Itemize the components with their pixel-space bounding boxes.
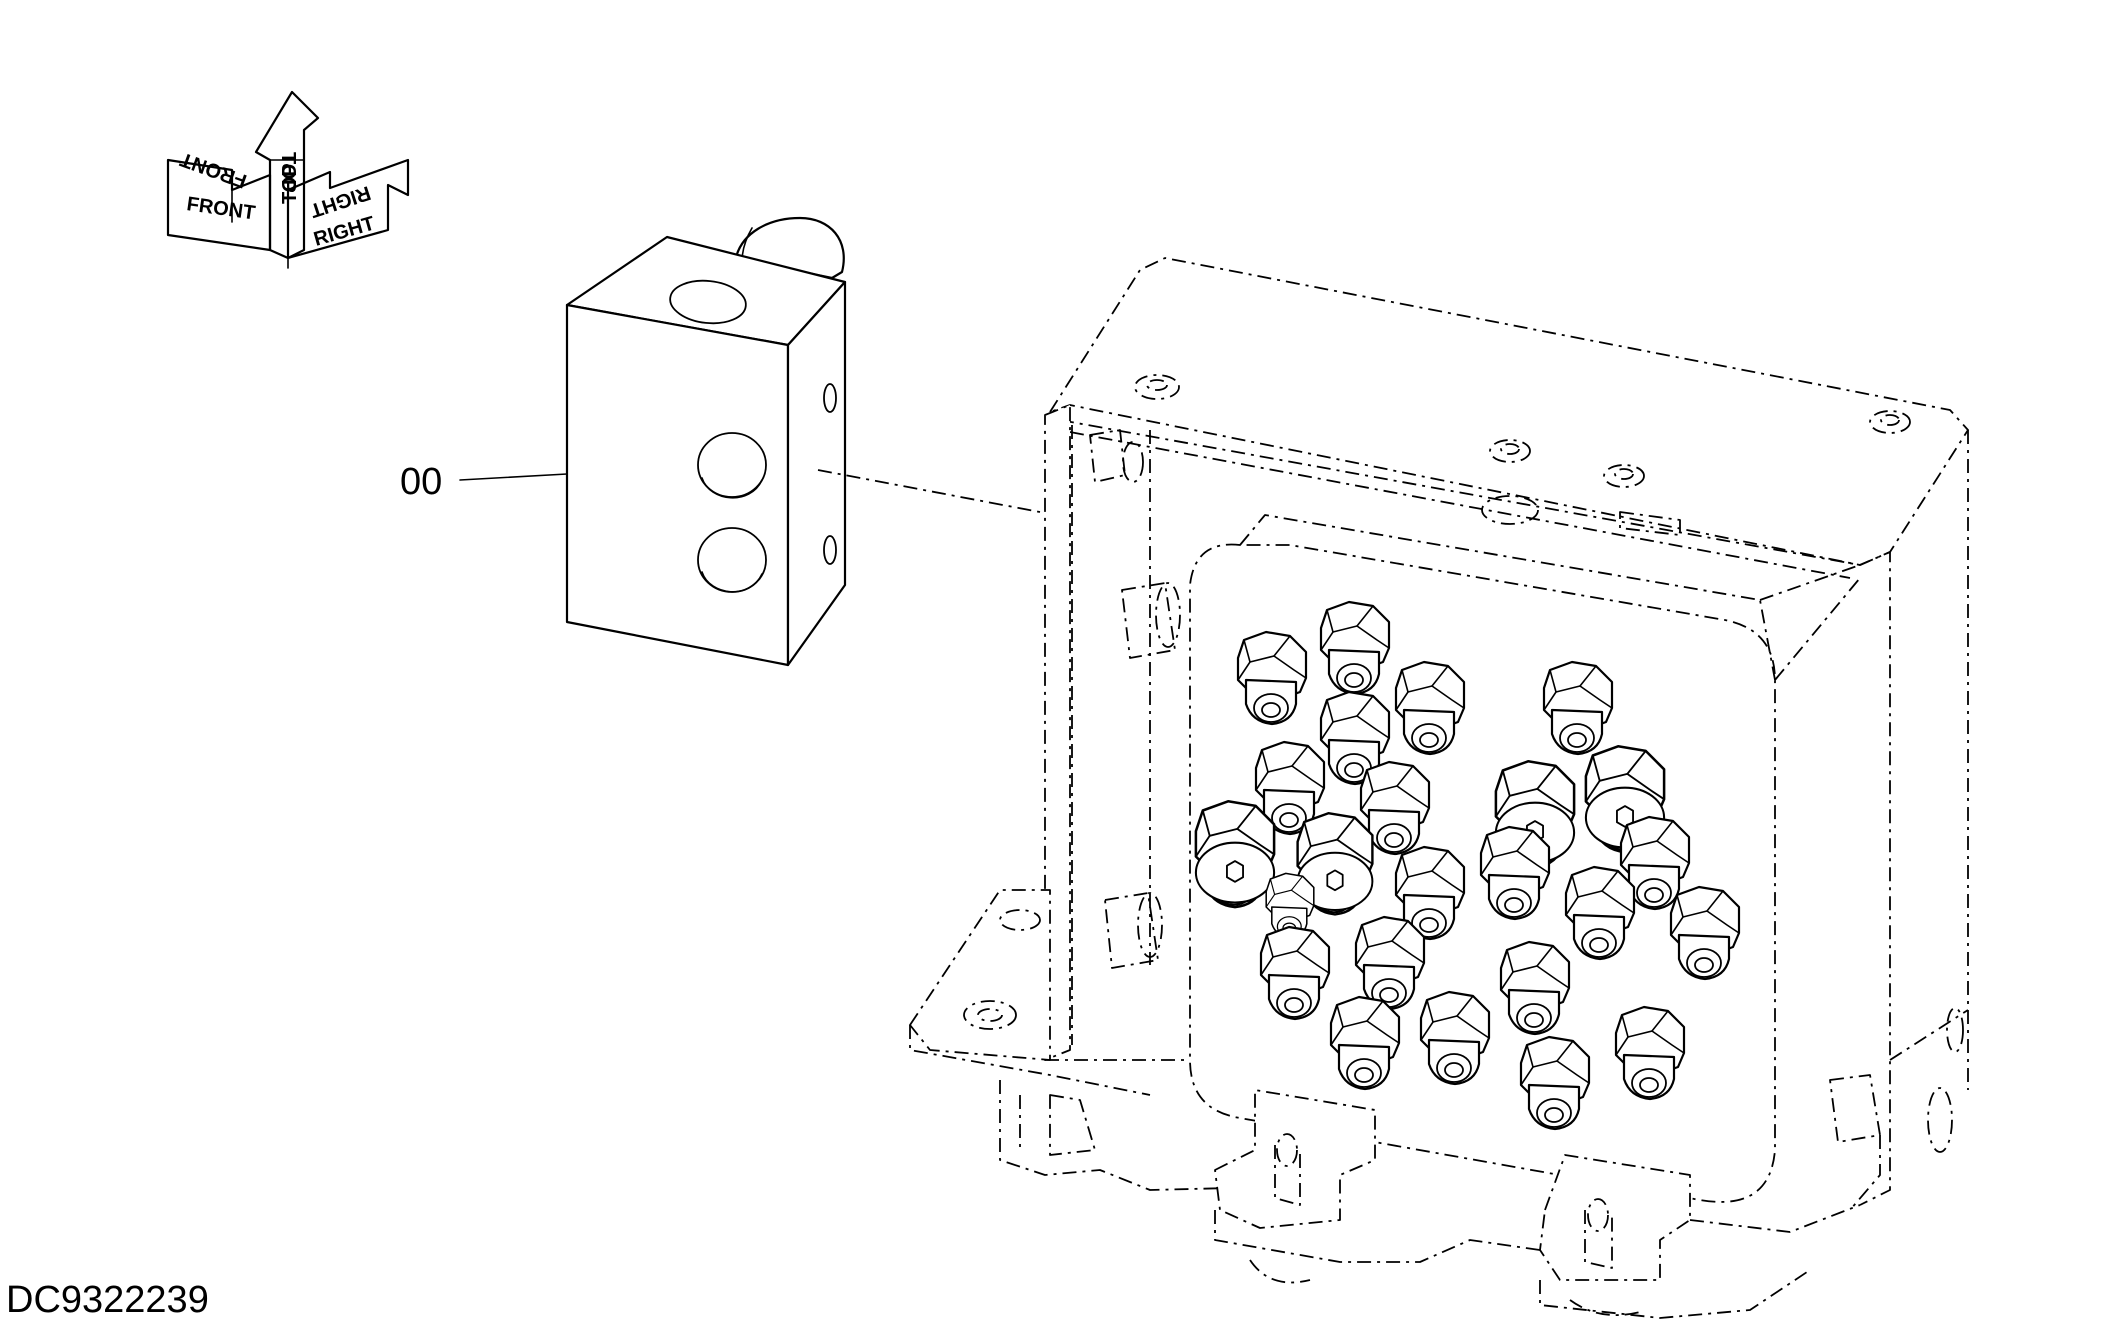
fitting (1394, 660, 1466, 756)
drawing-id: DC9322239 (6, 1279, 209, 1321)
fitting (1354, 915, 1426, 1011)
fitting (1619, 815, 1691, 911)
callout-label: 00 (400, 461, 442, 503)
fitting (1479, 825, 1551, 921)
fitting (1519, 1035, 1591, 1131)
fitting (1669, 885, 1741, 981)
orientation-indicator: FRONT FRONT TOP TOP RIGHT RIGHT (166, 90, 410, 269)
fitting (1236, 630, 1308, 726)
fitting (1259, 925, 1331, 1021)
fitting (1194, 800, 1276, 909)
control-valve-assembly (909, 257, 1969, 1319)
fitting (1394, 845, 1466, 941)
fitting (1319, 600, 1391, 696)
fitting (1614, 1005, 1686, 1101)
fitting (1542, 660, 1614, 756)
fitting (1359, 760, 1431, 856)
valve-block (565, 216, 847, 667)
hydraulic-fittings (1194, 600, 1741, 1131)
fitting (1329, 995, 1401, 1091)
callout-00: 00 (400, 461, 568, 503)
fitting (1564, 865, 1636, 961)
front-label: FRONT (185, 193, 256, 224)
top-label: TOP (277, 152, 299, 193)
fitting (1499, 940, 1571, 1036)
fitting (1254, 740, 1326, 836)
top-label-mirrored: TOP (279, 163, 301, 204)
center-line (817, 469, 1041, 513)
front-label-mirrored: FRONT (177, 148, 249, 192)
fitting (1296, 811, 1374, 916)
fitting (1419, 990, 1491, 1086)
